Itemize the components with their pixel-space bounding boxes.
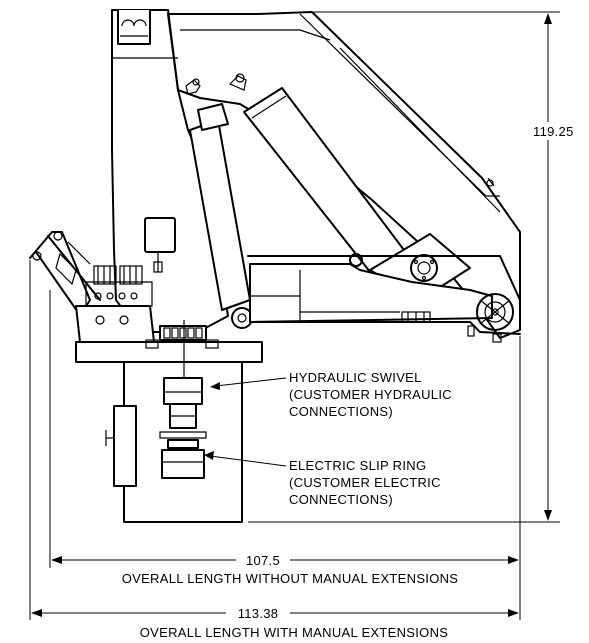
length-with-label: OVERALL LENGTH WITH MANUAL EXTENSIONS — [140, 625, 448, 640]
electric-slip-ring-note-2: CONNECTIONS) — [289, 492, 393, 507]
length-without-label: OVERALL LENGTH WITHOUT MANUAL EXTENSIONS — [122, 571, 459, 586]
electric-slip-ring-note-1: (CUSTOMER ELECTRIC — [289, 475, 441, 490]
hydraulic-swivel-note-1: (CUSTOMER HYDRAULIC — [289, 387, 452, 402]
pedestal — [105, 361, 243, 523]
length-dimensions — [29, 260, 521, 621]
column — [111, 9, 247, 333]
length-without-value: 107.5 — [246, 553, 280, 568]
hydraulic-swivel-note-2: CONNECTIONS) — [289, 404, 393, 419]
lift-cylinder — [189, 103, 253, 329]
callout-leaders — [204, 377, 287, 467]
valve-bank — [75, 265, 263, 380]
electric-slip-ring-label: ELECTRIC SLIP RING — [289, 458, 426, 473]
extension-boom — [247, 255, 521, 343]
length-with-value: 113.38 — [238, 606, 279, 621]
height-value: 119.25 — [533, 124, 574, 139]
height-dimension — [248, 11, 582, 523]
hydraulic-swivel-label: HYDRAULIC SWIVEL — [289, 370, 422, 385]
